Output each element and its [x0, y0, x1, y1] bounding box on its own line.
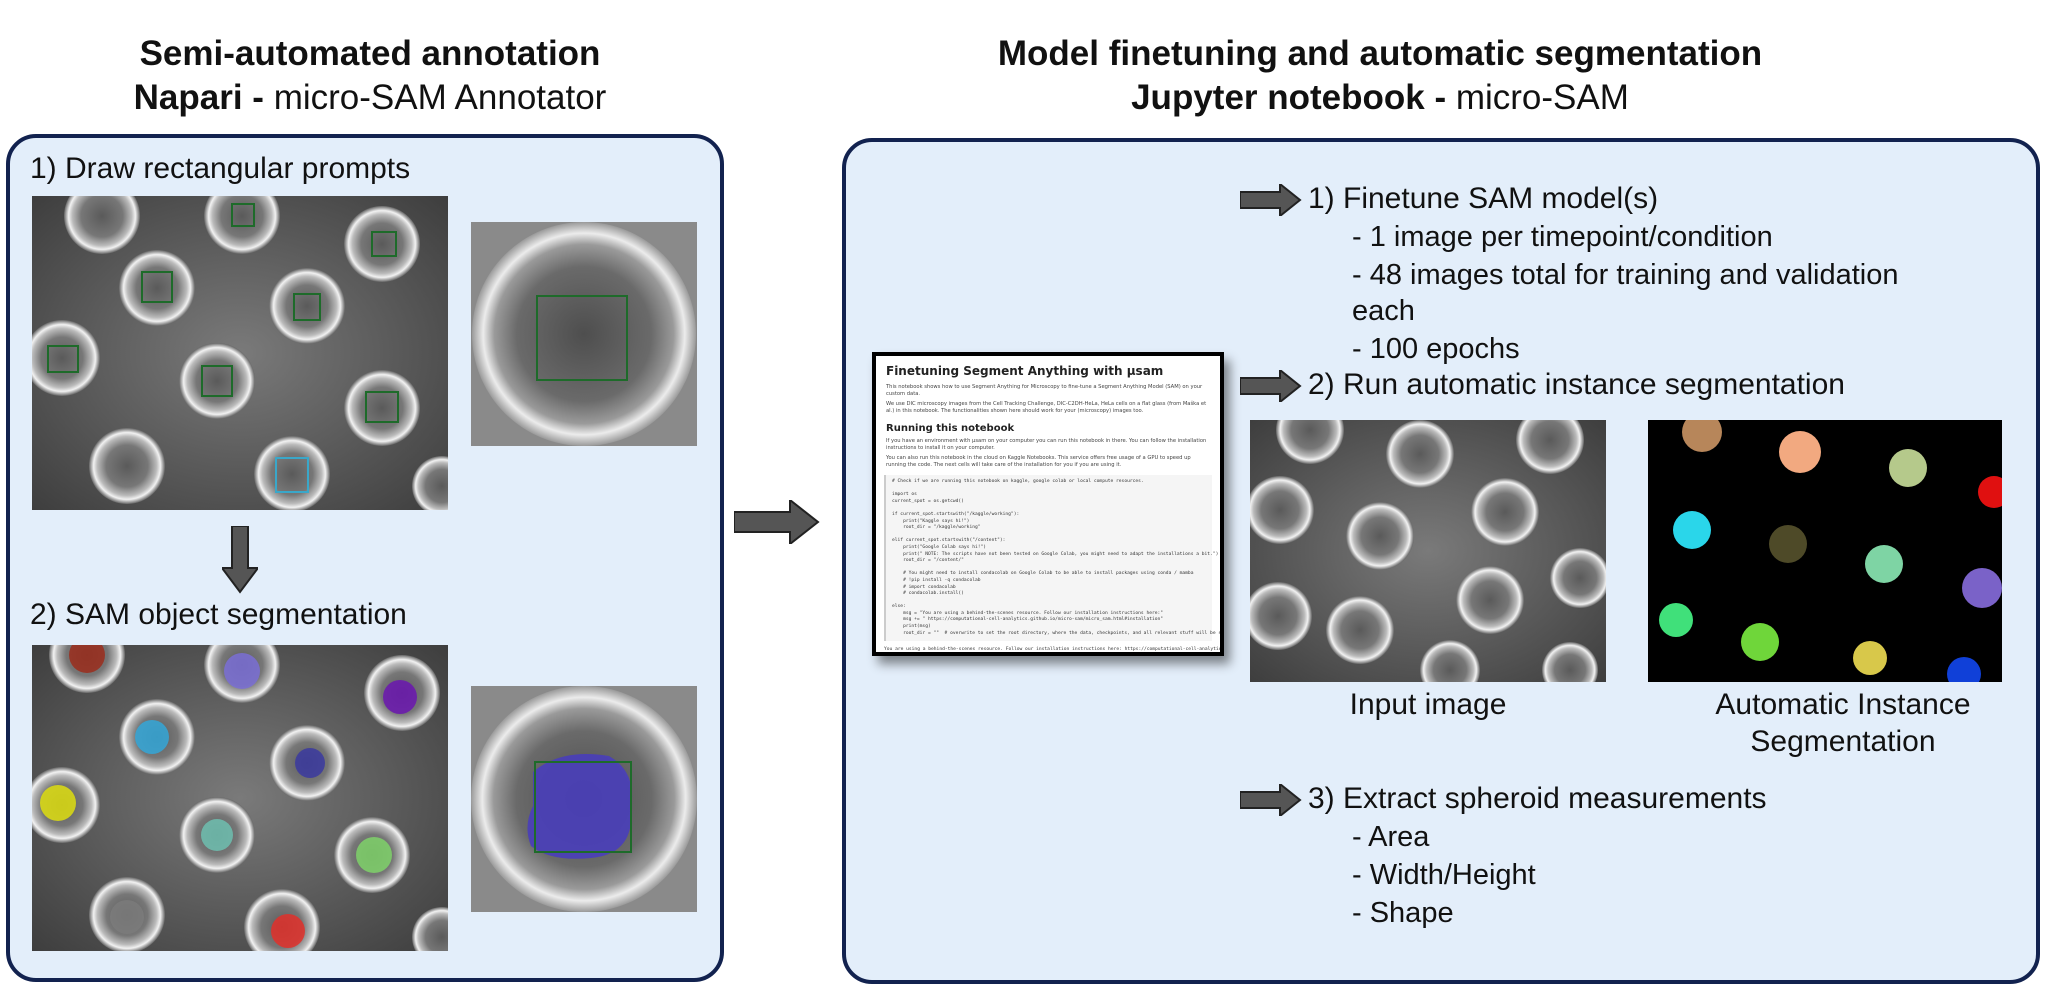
right-heading: Model finetuning and automatic segmentat… [980, 32, 1780, 120]
automatic-segmentation-caption-line2: Segmentation [1750, 725, 1936, 758]
right-step2-label: 2) Run automatic instance segmentation [1308, 368, 1845, 401]
step1-item-3: - 100 epochs [1352, 333, 1520, 365]
step1-arrow-icon [1240, 184, 1302, 216]
notebook-output: You are using a behind-the-scenes resour… [884, 647, 1224, 656]
left-heading-line2: Napari - micro-SAM Annotator [60, 76, 680, 120]
instance-masks [1659, 420, 2002, 682]
right-heading-line2: Jupyter notebook - micro-SAM [980, 76, 1780, 120]
step1-item-2-continued: each [1352, 295, 1415, 327]
step3-item-3: - Shape [1352, 897, 1454, 929]
notebook-paragraph-2: We use DIC microscopy images from the Ce… [886, 401, 1207, 414]
right-heading-tool-name: micro-SAM [1455, 78, 1629, 117]
right-arrow-icon [734, 500, 820, 544]
segmentation-masks [40, 645, 417, 948]
step3-item-2: - Width/Height [1352, 859, 1536, 891]
automatic-segmentation-image [1648, 420, 2002, 682]
right-step1-label: 1) Finetune SAM model(s) [1308, 182, 1659, 215]
step3-arrow-icon [1240, 784, 1302, 816]
right-heading-tool: Jupyter notebook - [1131, 78, 1456, 117]
step1-item-2: - 48 images total for training and valid… [1352, 259, 1899, 291]
input-image [1250, 420, 1606, 682]
notebook-subheading: Running this notebook [886, 423, 1015, 434]
notebook-paragraph-3: If you have an environment with μsam on … [886, 438, 1207, 451]
step1-item-1: - 1 image per timepoint/condition [1352, 221, 1773, 253]
notebook-paragraph-4: You can also run this notebook in the cl… [886, 455, 1191, 468]
input-image-caption: Input image [1349, 688, 1507, 721]
automatic-segmentation-caption: Automatic Instance Segmentation [1648, 686, 2038, 760]
left-heading-tool-name: micro-SAM Annotator [273, 78, 607, 117]
automatic-segmentation-caption-line1: Automatic Instance [1715, 688, 1971, 721]
notebook-code-cell: # Check if we are running this notebook … [884, 475, 1220, 642]
right-step3-label: 3) Extract spheroid measurements [1308, 782, 1767, 815]
notebook-title: Finetuning Segment Anything with μsam [886, 364, 1164, 378]
segmentation-overview-image [32, 645, 448, 951]
prompt-overview-image [32, 196, 448, 510]
left-heading: Semi-automated annotation Napari - micro… [60, 32, 680, 120]
left-heading-tool: Napari - [133, 78, 274, 117]
left-step1-label: 1) Draw rectangular prompts [30, 152, 411, 185]
notebook-paragraph-1: This notebook shows how to use Segment A… [886, 384, 1203, 397]
step3-item-1: - Area [1352, 821, 1430, 853]
left-step2-label: 2) SAM object segmentation [30, 598, 407, 631]
right-heading-line1: Model finetuning and automatic segmentat… [997, 34, 1763, 73]
wells [32, 196, 448, 510]
segmentation-zoom-image [471, 686, 697, 912]
down-arrow-icon [222, 526, 258, 594]
jupyter-notebook-screenshot: Finetuning Segment Anything with μsam Th… [872, 352, 1224, 656]
step2-arrow-icon [1240, 370, 1302, 402]
left-heading-line1: Semi-automated annotation [139, 34, 601, 73]
prompt-zoom-image [471, 222, 697, 446]
